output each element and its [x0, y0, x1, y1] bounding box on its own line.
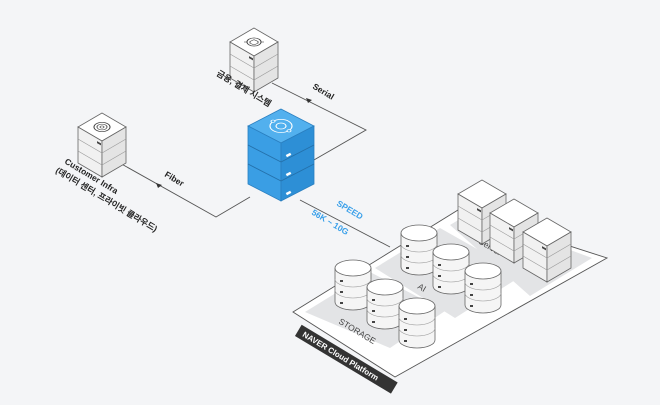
speed-link [299, 199, 391, 248]
ai-database-1 [400, 224, 438, 276]
storage-database-3 [398, 297, 436, 349]
customer-infra-sublabel: (데이터 센터, 프라이빗 클라우드) [54, 165, 159, 234]
shield-lock-icon [244, 37, 264, 47]
serial-label: Serial [311, 81, 336, 101]
fiber-link [117, 161, 251, 218]
ai-database-2 [432, 243, 470, 295]
connection-lines [117, 82, 391, 248]
ai-database-3 [464, 262, 502, 314]
serial-arrow-icon [306, 98, 312, 103]
connect-hub-node[interactable] [247, 108, 315, 202]
fingerprint-icon [93, 122, 111, 132]
serial-link [271, 82, 367, 169]
storage-database-2 [366, 278, 404, 330]
speed-label: SPEED [335, 198, 365, 221]
fiber-label: Fiber [163, 169, 187, 189]
server-3 [522, 217, 572, 283]
fiber-arrow-icon [156, 183, 162, 188]
customer-infra-node[interactable] [77, 112, 127, 178]
finance-system-node[interactable] [229, 27, 279, 93]
storage-database-1 [334, 259, 372, 311]
network-connect-icon [269, 119, 293, 133]
